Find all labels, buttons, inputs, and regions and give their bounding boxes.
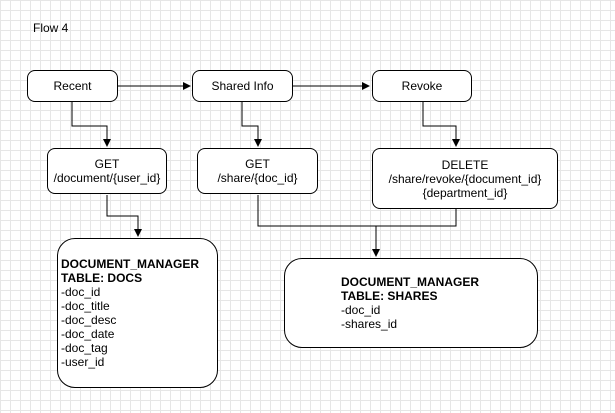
get-share-method: GET — [245, 157, 270, 171]
table-shares-header-2: TABLE: SHARES — [341, 289, 438, 303]
table-shares-field: -doc_id — [341, 303, 381, 317]
edge-revoke-to-delete — [422, 102, 460, 147]
node-get-document[interactable]: GET /document/{user_id} — [47, 148, 167, 194]
node-shared-info[interactable]: Shared Info — [192, 70, 293, 102]
diagram-title: Flow 4 — [33, 21, 69, 35]
table-docs-field: -doc_tag — [61, 341, 108, 355]
table-docs-field: -user_id — [61, 355, 105, 369]
table-docs[interactable]: DOCUMENT_MANAGER TABLE: DOCS -doc_id -do… — [57, 238, 218, 388]
node-delete-share[interactable]: DELETE /share/revoke/{document_id} {depa… — [372, 148, 558, 209]
edge-shared-info-to-get-share — [241, 102, 262, 147]
edge-recent-to-get-document — [71, 102, 111, 147]
table-docs-field: -doc_date — [61, 327, 115, 341]
node-revoke-label: Revoke — [401, 79, 443, 93]
node-recent[interactable]: Recent — [27, 70, 118, 102]
node-get-share[interactable]: GET /share/{doc_id} — [197, 148, 318, 194]
node-shared-info-label: Shared Info — [211, 79, 274, 93]
delete-share-path: /share/revoke/{document_id} — [388, 171, 542, 186]
node-recent-label: Recent — [53, 79, 92, 93]
table-shares[interactable]: DOCUMENT_MANAGER TABLE: SHARES -doc_id -… — [284, 258, 538, 348]
table-shares-field: -shares_id — [341, 317, 398, 331]
table-docs-field: -doc_id — [61, 285, 101, 299]
table-docs-header-1: DOCUMENT_MANAGER — [61, 257, 199, 271]
node-revoke[interactable]: Revoke — [372, 70, 472, 102]
get-share-path: /share/{doc_id} — [217, 171, 298, 185]
table-shares-header-1: DOCUMENT_MANAGER — [341, 275, 479, 289]
delete-share-method: DELETE — [441, 157, 489, 172]
table-docs-field: -doc_title — [61, 299, 110, 313]
get-document-path: /document/{user_id} — [53, 171, 161, 185]
table-docs-header-2: TABLE: DOCS — [61, 271, 143, 285]
get-document-method: GET — [94, 157, 120, 171]
table-docs-field: -doc_desc — [61, 313, 117, 327]
edge-delete-to-shares-table — [376, 208, 457, 227]
edge-get-document-to-docs-table — [106, 195, 142, 237]
delete-share-path-2: {department_id} — [422, 185, 508, 200]
edge-get-share-to-shares-table — [257, 195, 380, 257]
